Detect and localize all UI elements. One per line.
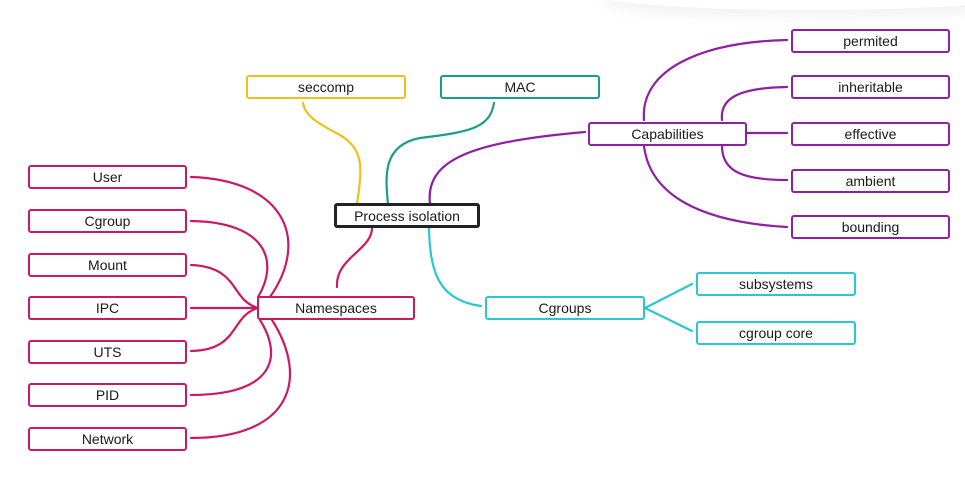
edge-cap-bounding [642,144,789,229]
edge-root-mac [385,101,496,206]
node-mac[interactable]: MAC [440,75,600,99]
edge-ns-user [189,175,290,299]
edge-cap-permited [642,38,789,122]
edge-root-seccomp [301,101,362,206]
node-inheritable[interactable]: inheritable [791,75,950,99]
node-user[interactable]: User [28,165,187,189]
node-effective[interactable]: effective [791,122,950,146]
edge-cg-subsystems [643,282,694,310]
node-subsystems[interactable]: subsystems [696,272,856,296]
node-capabilities[interactable]: Capabilities [588,122,747,146]
edge-ns-network [189,318,292,440]
node-pid[interactable]: PID [28,383,187,407]
node-namespaces[interactable]: Namespaces [257,296,415,320]
edge-cap-ambient [720,144,789,182]
node-process-isolation[interactable]: Process isolation [334,203,480,228]
edge-cap-inheritable [720,85,789,122]
node-cgroup-core[interactable]: cgroup core [696,321,856,345]
edge-root-cgroups [427,226,483,308]
edge-cg-core [643,306,694,333]
node-ambient[interactable]: ambient [791,169,950,193]
node-cgroup[interactable]: Cgroup [28,209,187,233]
node-seccomp[interactable]: seccomp [246,75,406,99]
edge-ns-cgroup [189,219,269,299]
edge-ns-mount [189,263,260,310]
edge-root-capabilities [428,130,587,206]
node-bounding[interactable]: bounding [791,215,950,239]
node-permited[interactable]: permited [791,29,950,53]
node-uts[interactable]: UTS [28,340,187,364]
node-cgroups[interactable]: Cgroups [485,296,645,320]
edge-root-namespaces [335,226,374,289]
node-mount[interactable]: Mount [28,253,187,277]
node-ipc[interactable]: IPC [28,296,187,320]
edge-ns-pid [189,318,273,397]
node-network[interactable]: Network [28,427,187,451]
edge-ns-uts [189,306,260,353]
